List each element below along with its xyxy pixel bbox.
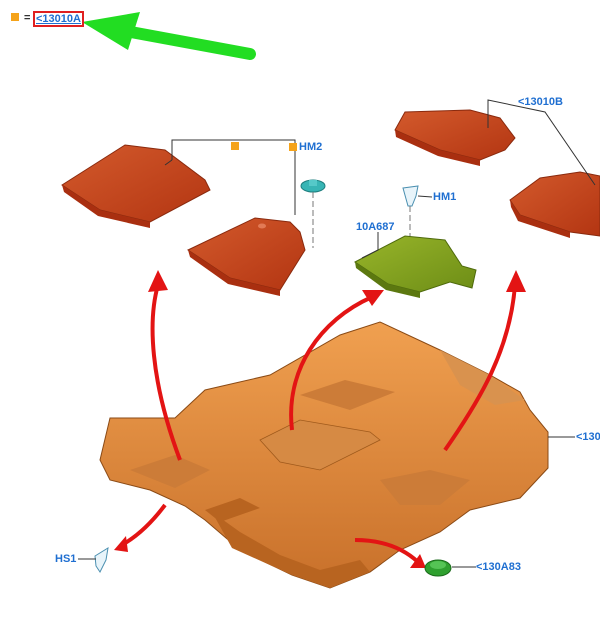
label-hm2[interactable]: HM2 — [299, 141, 323, 153]
label-hm1[interactable]: HM1 — [433, 191, 457, 203]
rear-mat-bracket — [487, 99, 596, 186]
hs1-clip — [94, 546, 109, 573]
front-floor-mat-left — [61, 144, 211, 228]
legend-reference-link[interactable]: <13010A — [33, 11, 84, 27]
hm2-marker — [289, 143, 297, 151]
rear-floor-mat-right — [509, 171, 600, 238]
label-13010b[interactable]: <13010B — [518, 96, 563, 108]
hm1-clip — [402, 185, 419, 236]
assembly-arrows — [119, 284, 517, 564]
arrow-insulator — [289, 295, 373, 431]
arrow-rear-mat — [443, 284, 517, 452]
front-mat-bracket — [164, 139, 296, 215]
insulator-panel-10a687 — [354, 235, 477, 298]
arrow-front-mat-left — [150, 284, 182, 461]
front-floor-mat-right — [186, 217, 306, 296]
hm2-clip — [300, 179, 326, 248]
assembly-arrowheads — [114, 270, 526, 568]
label-hs1[interactable]: HS1 — [55, 553, 77, 565]
arrow-130a83 — [354, 538, 420, 564]
rear-floor-mat-left — [394, 109, 516, 166]
label-130a83[interactable]: <130A83 — [476, 561, 521, 573]
floor-carpet — [99, 321, 549, 589]
legend-marker — [11, 13, 19, 21]
legend-equals: = — [24, 12, 31, 24]
legend-pointer-arrow — [82, 12, 256, 60]
grommet-130a83 — [424, 559, 452, 577]
label-130[interactable]: <130 — [576, 431, 600, 443]
front-mat-marker — [231, 142, 239, 150]
leader-lines — [78, 195, 575, 568]
arrow-hs1 — [119, 503, 167, 548]
label-10a687[interactable]: 10A687 — [356, 221, 395, 233]
